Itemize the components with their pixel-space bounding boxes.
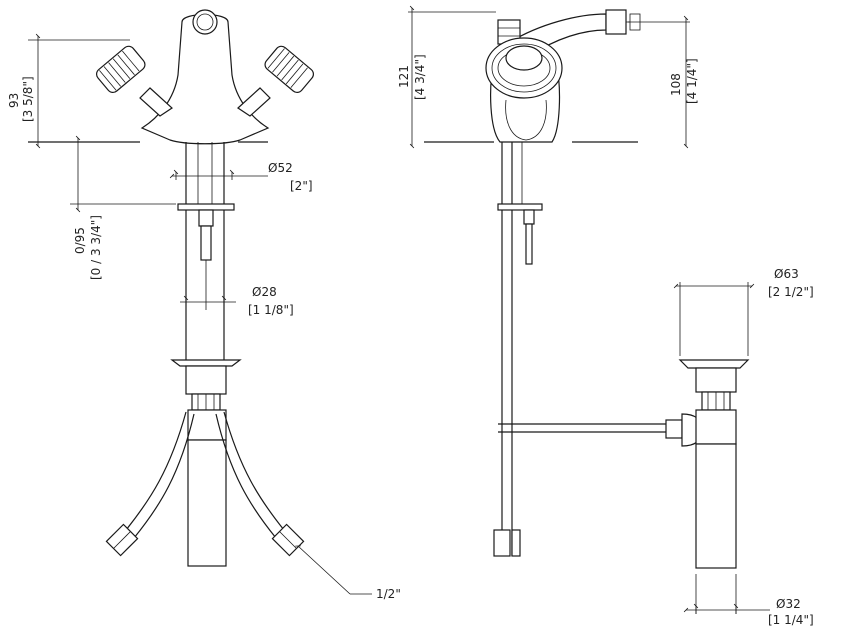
hose-connector-label: 1/2" xyxy=(376,587,401,601)
side-view: 121 [4 3/4"] 108 [4 1/4"] Ø63 [2 1/2"] Ø… xyxy=(397,5,814,627)
left-handle xyxy=(96,45,173,117)
right-handle xyxy=(237,45,314,117)
front-view: 93 [3 5/8"] Ø52 [2"] 0/95 [0 / 3 3/4"] Ø… xyxy=(7,9,401,601)
deck-range-mm-label: 0/95 xyxy=(73,227,87,254)
height-mm-label: 93 xyxy=(7,93,21,108)
height-in-label: [3 5/8"] xyxy=(21,76,35,122)
drain-dia-in-label: [2 1/2"] xyxy=(768,285,814,299)
spout-dia-in-label: [2"] xyxy=(290,179,313,193)
total-height-in-label: [4 3/4"] xyxy=(413,54,427,100)
spout-height-in-label: [4 1/4"] xyxy=(685,58,699,104)
total-height-mm-label: 121 xyxy=(397,65,411,88)
tail-dia-in-label: [1 1/4"] xyxy=(768,613,814,627)
shank-dia-in-label: [1 1/8"] xyxy=(248,303,294,317)
spout-outlet xyxy=(192,9,218,35)
spout-dia-mm-label: Ø52 xyxy=(268,161,293,175)
tail-dia-mm-label: Ø32 xyxy=(776,597,801,611)
spout-height-mm-label: 108 xyxy=(669,73,683,96)
deck-range-in-label: [0 / 3 3/4"] xyxy=(89,215,103,280)
shank-dia-mm-label: Ø28 xyxy=(252,285,277,299)
drain-dia-mm-label: Ø63 xyxy=(774,267,799,281)
faucet-body-front xyxy=(140,13,270,145)
